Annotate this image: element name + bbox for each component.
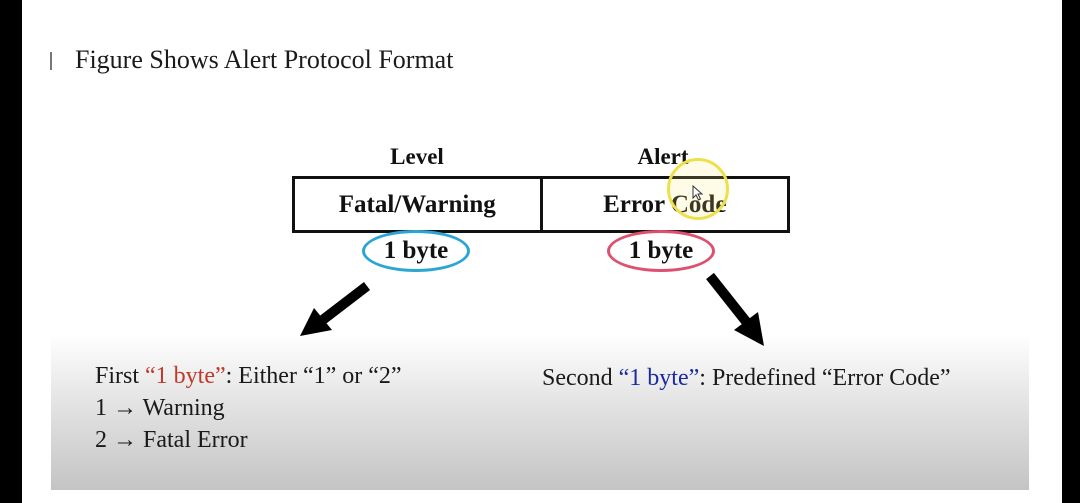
warning-note: 1 → Warning (95, 395, 225, 421)
slide-title: Figure Shows Alert Protocol Format (75, 45, 454, 74)
second-byte-suffix: : Predefined “Error Code” (699, 365, 951, 391)
second-byte-note: Second “1 byte”: Predefined “Error Code” (542, 365, 951, 392)
level-header: Level (390, 144, 444, 169)
first-byte-highlight: “1 byte” (145, 363, 226, 389)
first-byte-prefix: First (95, 363, 146, 389)
mouse-pointer-icon (692, 185, 704, 201)
level-size-oval: 1 byte (362, 230, 470, 272)
alert-size-oval: 1 byte (607, 230, 715, 272)
alert-header: Alert (637, 144, 689, 169)
alert-field: Error Code (603, 190, 727, 218)
level-field: Fatal/Warning (295, 179, 543, 230)
fatal-note: 2 → Fatal Error (95, 427, 248, 453)
second-byte-prefix: Second (542, 365, 619, 391)
bullet-marker (50, 52, 52, 70)
first-byte-note: First “1 byte”: Either “1” or “2” (95, 363, 402, 390)
second-byte-highlight: “1 byte” (618, 365, 700, 391)
arrow-down-right-icon (706, 272, 764, 346)
cursor-highlight (667, 158, 729, 220)
arrow-down-left-icon (300, 282, 371, 336)
first-byte-suffix: : Either “1” or “2” (225, 363, 402, 389)
slide: Figure Shows Alert Protocol Format Level… (22, 0, 1062, 503)
notes-panel (51, 334, 1029, 490)
